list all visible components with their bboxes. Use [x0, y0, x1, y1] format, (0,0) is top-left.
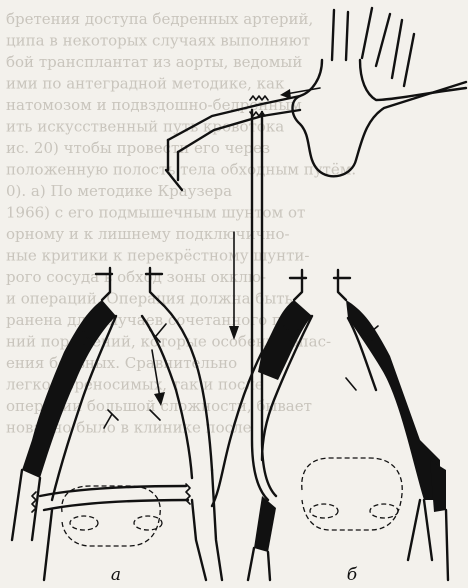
- background-text-line: ранена для случаев сочетанного про-: [6, 311, 306, 329]
- flow-arrow: [286, 88, 320, 94]
- panel-label-b: б: [347, 565, 358, 585]
- background-text-line: положенную полость тела обходным путём.: [6, 161, 356, 179]
- panel-label-a: а: [111, 565, 121, 585]
- background-text-line: 0). а) По методике Краузера: [6, 182, 232, 200]
- background-text-line: орному и к лишнему подключично-: [6, 225, 290, 243]
- background-text-line: ис. 20) чтобы провести его через: [6, 139, 270, 157]
- femoro-femoral-graft: [40, 486, 186, 496]
- background-text-line: ципа в некоторых случаях выполняют: [6, 32, 310, 50]
- background-text-line: ения больных. Сравнительно: [6, 354, 237, 372]
- background-text-line: ими по антеградной методике, как: [6, 75, 285, 93]
- background-text-line: ные критики к перекрёстному шунти-: [6, 247, 309, 265]
- background-text-line: ить искусственный путь кровотока: [6, 118, 284, 136]
- background-text-line: бой трансплантат из аорты, ведомый: [6, 53, 302, 71]
- background-text-line: бретения доступа бедренных артерий,: [6, 10, 313, 28]
- background-text-line: 1966) с его подмышечным шунтом от: [6, 204, 305, 222]
- background-text-line: рого сосуда в обход зоны окклю-: [6, 268, 266, 286]
- background-text-line: легко переносимых, так и после: [6, 376, 264, 394]
